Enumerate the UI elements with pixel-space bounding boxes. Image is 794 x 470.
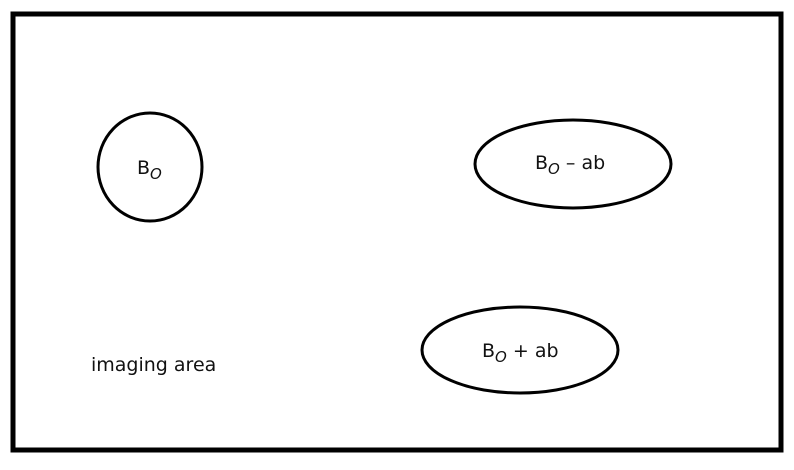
imaging-area-label: imaging area bbox=[91, 354, 216, 376]
ellipse-b0-plus-ab: BO + ab bbox=[420, 305, 620, 395]
ellipse-b0-minus-ab-outline bbox=[473, 118, 673, 210]
ellipse-b0-plus-ab-outline bbox=[420, 305, 620, 395]
ellipse-b0-minus-ab-label: BO – ab bbox=[535, 152, 605, 178]
ellipse-b0-label: BO bbox=[137, 157, 162, 183]
imaging-area-frame bbox=[10, 11, 784, 453]
ellipse-b0-plus-ab-label: BO + ab bbox=[482, 340, 559, 366]
ellipse-b0-outline bbox=[96, 111, 204, 223]
ellipse-b0-minus-ab: BO – ab bbox=[473, 118, 673, 210]
ellipse-b0: BO bbox=[96, 111, 204, 223]
